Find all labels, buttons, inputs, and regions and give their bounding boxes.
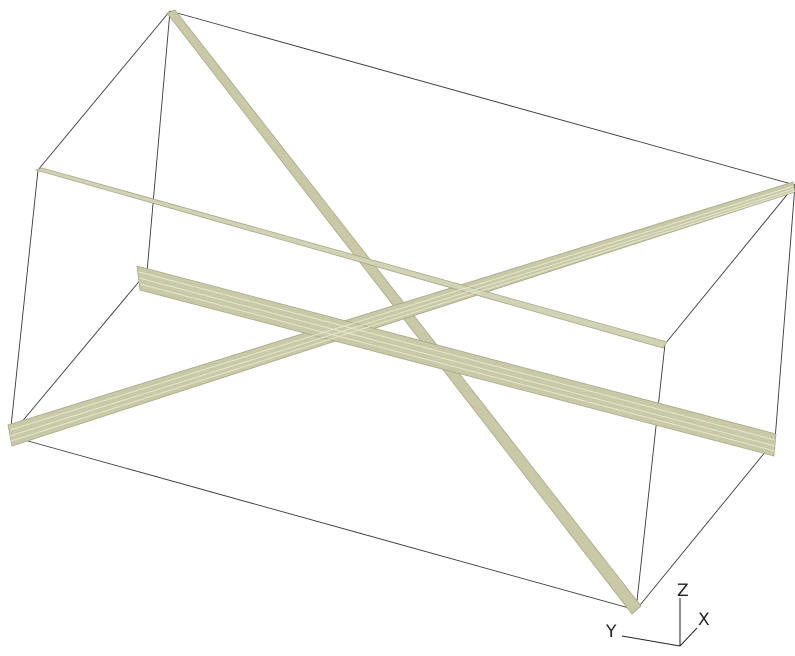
truss-members [7, 9, 795, 615]
axis-x-line [679, 627, 698, 647]
axis-y-line [621, 635, 681, 647]
axis-triad: Z X Y [605, 581, 710, 647]
beam-banding [9, 185, 795, 452]
axis-z-label: Z [677, 581, 689, 601]
beam-diagonal-3[interactable] [34, 167, 668, 349]
axis-x-label: X [698, 610, 710, 630]
axis-y-label: Y [605, 622, 617, 642]
beam-diagonal-2[interactable] [7, 181, 795, 447]
